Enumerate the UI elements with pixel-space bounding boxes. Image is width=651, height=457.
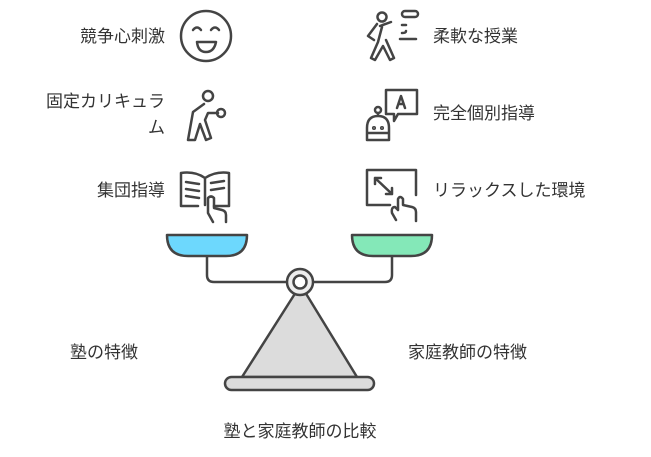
left-group-label: 塾の特徴	[70, 343, 138, 363]
right-item-label: リラックスした環境	[433, 181, 586, 201]
left-item-label-line1: 固定カリキュラ	[46, 92, 165, 112]
left-item-label-line2: ム	[148, 118, 165, 138]
robot-speech-bubble-icon	[365, 88, 419, 142]
left-pan	[165, 233, 249, 258]
right-item-label: 完全個別指導	[433, 104, 535, 124]
person-moving-icon	[366, 9, 420, 62]
left-item-label: 競争心刺激	[80, 27, 165, 47]
stand-triangle	[240, 290, 359, 379]
smiling-face-icon	[179, 9, 233, 63]
balance-scale	[165, 233, 434, 392]
right-group-label: 家庭教師の特徴	[408, 343, 527, 363]
stand-base	[223, 375, 376, 392]
diagram-title: 塾と家庭教師の比較	[223, 422, 377, 442]
right-item-label: 柔軟な授業	[433, 27, 518, 47]
left-item-label: 集団指導	[97, 181, 165, 201]
open-book-pointer-icon	[179, 171, 231, 224]
person-stretching-icon	[186, 89, 227, 142]
expand-touch-icon	[365, 168, 418, 223]
right-pan	[350, 233, 434, 258]
